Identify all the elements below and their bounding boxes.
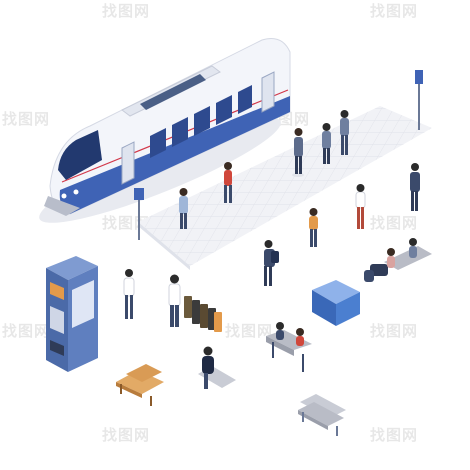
station-sign-pole: [415, 70, 423, 130]
platform: [138, 106, 432, 270]
passenger: [340, 110, 349, 155]
traveler-with-luggage: [168, 274, 222, 332]
watermark: 找图网: [102, 215, 151, 232]
passenger: [123, 269, 135, 319]
train: [39, 38, 291, 223]
watermark: 找图网: [370, 427, 419, 444]
wooden-bench: [116, 364, 164, 406]
bench-with-couple: [266, 322, 312, 372]
watermark: 找图网: [225, 323, 274, 340]
watermark: 找图网: [370, 3, 419, 20]
passenger-with-backpack: [264, 240, 279, 286]
storage-crate: [312, 280, 360, 326]
passenger: [224, 162, 232, 203]
seated-passenger: [198, 346, 236, 389]
watermark: 找图网: [102, 3, 151, 20]
watermark: 找图网: [2, 111, 51, 128]
metal-bench: [298, 394, 346, 436]
watermark: 找图网: [370, 323, 419, 340]
passenger: [355, 184, 366, 229]
watermark: 找图网: [2, 323, 51, 340]
watermark: 找图网: [102, 427, 151, 444]
passenger: [309, 208, 318, 247]
passenger: [322, 123, 331, 164]
ticket-machine: [46, 256, 98, 372]
watermark: 找图网: [370, 215, 419, 232]
passenger: [410, 163, 420, 211]
platform-sign: [134, 188, 144, 240]
bench-with-passengers: [364, 238, 432, 282]
passenger: [292, 128, 304, 177]
passenger: [179, 188, 188, 229]
